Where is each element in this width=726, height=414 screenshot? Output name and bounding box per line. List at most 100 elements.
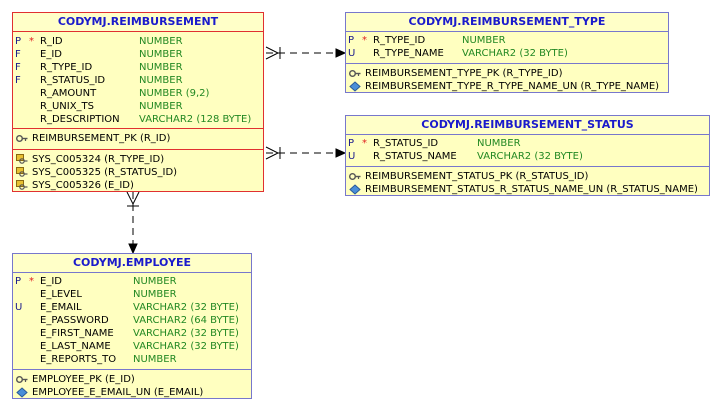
foreign-key-icon: [16, 180, 28, 190]
key-flag: P: [15, 36, 22, 47]
key-label: EMPLOYEE_PK (E_ID): [32, 374, 135, 385]
key-flag: P: [348, 138, 355, 149]
column-type: VARCHAR2 (32 BYTE): [133, 302, 239, 313]
table-title: CODYMJ.REIMBURSEMENT: [13, 13, 263, 32]
key-label: SYS_C005324 (R_TYPE_ID): [32, 154, 165, 165]
foreign-key-icon: [16, 154, 28, 164]
column-type: NUMBER (9,2): [139, 88, 210, 99]
key-label: SYS_C005326 (E_ID): [32, 180, 134, 191]
relationship-reimbursement-to-type[interactable]: [265, 46, 347, 60]
key-flag: U: [15, 302, 23, 313]
table-title: CODYMJ.REIMBURSEMENT_STATUS: [346, 116, 709, 135]
column-row[interactable]: P * R_ID NUMBER: [13, 35, 263, 48]
column-type: VARCHAR2 (32 BYTE): [462, 48, 568, 59]
column-row[interactable]: R_UNIX_TS NUMBER: [13, 100, 263, 113]
column-row[interactable]: R_DESCRIPTION VARCHAR2 (128 BYTE): [13, 113, 263, 126]
foreign-key-icon: [16, 167, 28, 177]
key-row[interactable]: EMPLOYEE_E_EMAIL_UN (E_EMAIL): [13, 386, 251, 399]
key-row[interactable]: REIMBURSEMENT_TYPE_PK (R_TYPE_ID): [346, 67, 668, 80]
column-type: NUMBER: [133, 289, 177, 300]
key-label: REIMBURSEMENT_PK (R_ID): [32, 133, 171, 144]
column-name: R_STATUS_ID: [373, 138, 439, 149]
key-icon: [349, 70, 361, 77]
column-row[interactable]: U R_TYPE_NAME VARCHAR2 (32 BYTE): [346, 47, 668, 60]
column-list: P * R_ID NUMBER F E_ID NUMBER F R_TYPE_ID NUMBE…: [13, 32, 263, 129]
column-type: NUMBER: [139, 75, 183, 86]
column-name: E_FIRST_NAME: [40, 328, 114, 339]
key-icon: [349, 173, 361, 180]
column-type: NUMBER: [133, 354, 177, 365]
key-flag: F: [15, 49, 21, 60]
table-title: CODYMJ.REIMBURSEMENT_TYPE: [346, 13, 668, 32]
column-row[interactable]: E_LEVEL NUMBER: [13, 288, 251, 301]
mandatory-marker: *: [29, 36, 34, 47]
column-type: NUMBER: [477, 138, 521, 149]
mandatory-marker: *: [362, 35, 367, 46]
mandatory-marker: *: [362, 138, 367, 149]
key-flag: F: [15, 75, 21, 86]
key-label: EMPLOYEE_E_EMAIL_UN (E_EMAIL): [32, 387, 204, 398]
column-name: R_DESCRIPTION: [40, 114, 120, 125]
column-row[interactable]: P * R_STATUS_ID NUMBER: [346, 137, 709, 150]
relationship-reimbursement-to-status[interactable]: [265, 146, 347, 160]
column-row[interactable]: R_AMOUNT NUMBER (9,2): [13, 87, 263, 100]
column-name: R_STATUS_NAME: [373, 151, 457, 162]
column-name: R_TYPE_NAME: [373, 48, 444, 59]
key-row[interactable]: SYS_C005324 (R_TYPE_ID): [13, 153, 263, 166]
column-name: R_ID: [40, 36, 63, 47]
column-row[interactable]: U E_EMAIL VARCHAR2 (32 BYTE): [13, 301, 251, 314]
foreign-key-list: SYS_C005324 (R_TYPE_ID) SYS_C005325 (R_S…: [13, 150, 263, 194]
column-name: R_UNIX_TS: [40, 101, 95, 112]
table-reimbursement-status[interactable]: CODYMJ.REIMBURSEMENT_STATUS P * R_STATUS_I…: [345, 115, 710, 196]
column-row[interactable]: F R_STATUS_ID NUMBER: [13, 74, 263, 87]
key-flag: U: [348, 48, 356, 59]
column-type: VARCHAR2 (128 BYTE): [139, 114, 252, 125]
column-name: R_AMOUNT: [40, 88, 97, 99]
column-row[interactable]: E_FIRST_NAME VARCHAR2 (32 BYTE): [13, 327, 251, 340]
key-list: REIMBURSEMENT_STATUS_PK (R_STATUS_ID) RE…: [346, 167, 709, 198]
column-name: E_EMAIL: [40, 302, 82, 313]
column-type: NUMBER: [139, 36, 183, 47]
key-row[interactable]: REIMBURSEMENT_TYPE_R_TYPE_NAME_UN (R_TYP…: [346, 80, 668, 93]
column-name: E_LAST_NAME: [40, 341, 111, 352]
key-label: REIMBURSEMENT_STATUS_PK (R_STATUS_ID): [365, 171, 589, 182]
table-reimbursement[interactable]: CODYMJ.REIMBURSEMENT P * R_ID NUMBER F E_ID N…: [12, 12, 264, 192]
column-type: NUMBER: [139, 101, 183, 112]
key-icon: [16, 376, 28, 383]
key-flag: F: [15, 62, 21, 73]
key-row[interactable]: SYS_C005326 (E_ID): [13, 179, 263, 192]
relationship-reimbursement-to-employee[interactable]: [126, 191, 140, 255]
unique-key-icon: [349, 81, 361, 92]
key-label: REIMBURSEMENT_TYPE_PK (R_TYPE_ID): [365, 68, 563, 79]
key-label: REIMBURSEMENT_TYPE_R_TYPE_NAME_UN (R_TYP…: [365, 81, 660, 92]
key-flag: P: [15, 276, 22, 287]
mandatory-marker: *: [29, 276, 34, 287]
column-name: E_LEVEL: [40, 289, 82, 300]
key-row[interactable]: EMPLOYEE_PK (E_ID): [13, 373, 251, 386]
key-flag: U: [348, 151, 356, 162]
column-type: VARCHAR2 (32 BYTE): [133, 328, 239, 339]
column-name: R_STATUS_ID: [40, 75, 106, 86]
key-row[interactable]: SYS_C005325 (R_STATUS_ID): [13, 166, 263, 179]
key-row[interactable]: REIMBURSEMENT_STATUS_PK (R_STATUS_ID): [346, 170, 709, 183]
column-name: R_TYPE_ID: [40, 62, 93, 73]
table-title: CODYMJ.EMPLOYEE: [13, 254, 251, 273]
key-row[interactable]: REIMBURSEMENT_STATUS_R_STATUS_NAME_UN (R…: [346, 183, 709, 196]
unique-key-icon: [349, 184, 361, 195]
column-name: E_ID: [40, 49, 62, 60]
key-row[interactable]: REIMBURSEMENT_PK (R_ID): [13, 132, 263, 145]
